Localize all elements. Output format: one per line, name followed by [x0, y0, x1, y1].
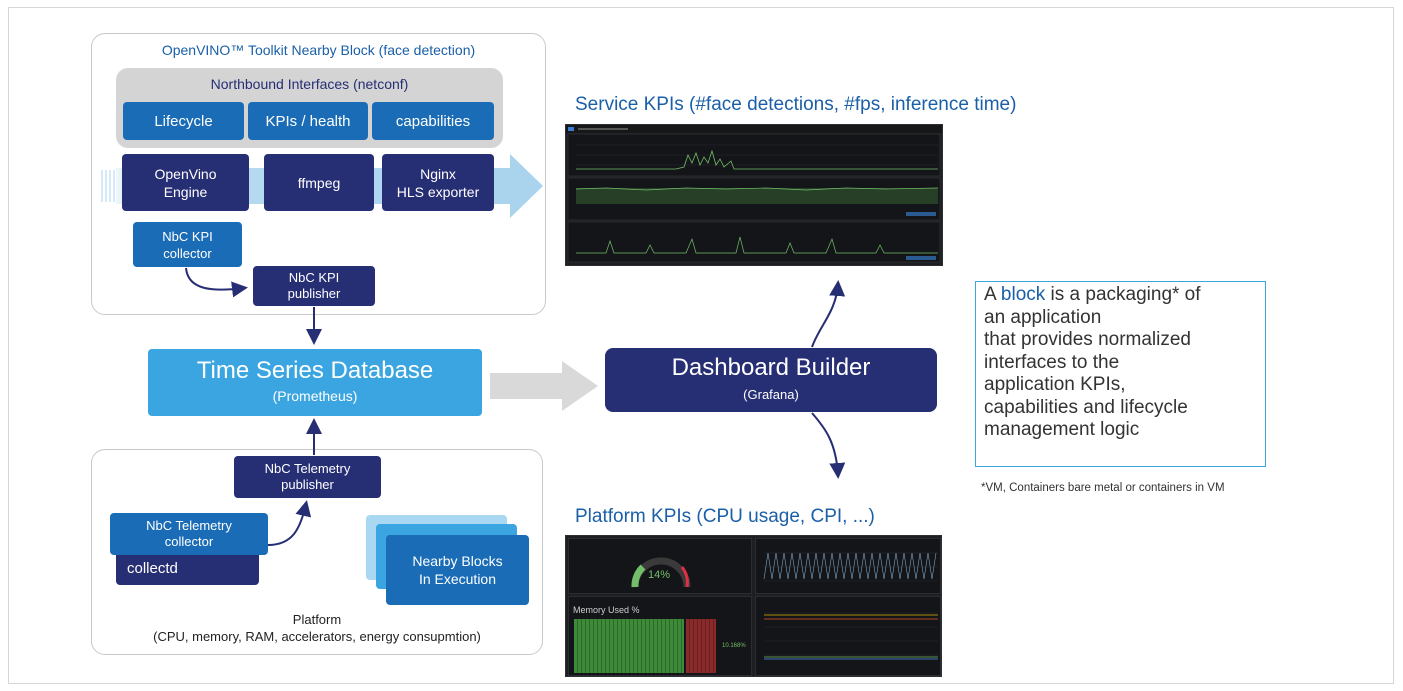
memory-value: 10.168%	[722, 643, 746, 649]
nearby-blocks-label: Nearby Blocks In Execution	[412, 553, 503, 587]
definition-box: A block is a packaging* of an applicatio…	[975, 281, 1266, 467]
definition-highlight: block	[1000, 284, 1046, 305]
dashboard-subtitle: (Grafana)	[743, 386, 799, 402]
telemetry-publisher-label: NbC Telemetry publisher	[264, 461, 351, 492]
definition-rest: is a packaging* of an application that p…	[984, 284, 1201, 440]
telemetry-collector-label: NbC Telemetry collector	[146, 518, 232, 549]
memory-panel: Memory Used % 10.168%	[568, 596, 752, 676]
tsdb-to-dashboard-arrow	[490, 361, 598, 411]
memory-line-panel	[755, 596, 941, 676]
memory-label: Memory Used %	[573, 605, 640, 615]
cpu-line-panel	[755, 538, 941, 594]
capabilities-button[interactable]: capabilities	[372, 102, 494, 140]
kpi-collector-label: NbC KPI collector	[162, 228, 213, 261]
cpu-gauge	[631, 557, 691, 588]
nginx-label: Nginx HLS exporter	[396, 165, 480, 200]
service-kpis-title: Service KPIs (#face detections, #fps, in…	[575, 94, 1017, 115]
nginx-box: Nginx HLS exporter	[382, 154, 494, 211]
service-kpis-screenshot	[565, 124, 943, 266]
lifecycle-button[interactable]: Lifecycle	[123, 102, 244, 140]
service-kpis-graph	[566, 125, 942, 263]
nearby-blocks-box: Nearby Blocks In Execution	[386, 535, 529, 605]
openvino-engine-label: OpenVino Engine	[154, 165, 217, 200]
kpi-publisher-label: NbC KPI publisher	[287, 270, 341, 301]
memory-bars-green	[574, 619, 684, 673]
cpu-line	[763, 552, 938, 582]
tsdb-box	[148, 349, 482, 416]
telemetry-collector-box: NbC Telemetry collector	[110, 513, 268, 555]
ffmpeg-box: ffmpeg	[264, 154, 374, 211]
platform-title: Platform	[292, 611, 342, 627]
northbound-title: Northbound Interfaces (netconf)	[210, 76, 409, 92]
platform-kpis-screenshot: 14% Memory Used % 10.168%	[565, 535, 942, 677]
nearby-block-title: OpenVINO™ Toolkit Nearby Block (face det…	[161, 42, 476, 58]
cpu-gauge-value: 14%	[648, 569, 671, 581]
telemetry-publisher-box: NbC Telemetry publisher	[234, 456, 381, 498]
ffmpeg-label: ffmpeg	[297, 174, 341, 191]
frame	[8, 7, 1394, 684]
kpis-health-button[interactable]: KPIs / health	[248, 102, 368, 140]
dashboard-box	[605, 348, 937, 412]
platform-subtitle: (CPU, memory, RAM, accelerators, energy …	[153, 628, 481, 644]
memory-bars-red	[686, 619, 716, 673]
tsdb-subtitle: (Prometheus)	[272, 388, 358, 404]
definition-prefix: A	[984, 284, 1001, 305]
platform-kpis-title: Platform KPIs (CPU usage, CPI, ...)	[575, 506, 875, 527]
kpi-publisher-box: NbC KPI publisher	[253, 266, 375, 306]
footnote: *VM, Containers bare metal or containers…	[981, 482, 1225, 494]
collectd-label: collectd	[127, 560, 178, 577]
dashboard-title: Dashboard Builder	[671, 354, 871, 381]
kpi-collector-box: NbC KPI collector	[133, 222, 242, 267]
cpu-gauge-panel: 14%	[568, 538, 752, 594]
tsdb-title: Time Series Database	[196, 357, 434, 384]
openvino-engine-box: OpenVino Engine	[122, 154, 249, 211]
memory-line	[764, 612, 938, 660]
